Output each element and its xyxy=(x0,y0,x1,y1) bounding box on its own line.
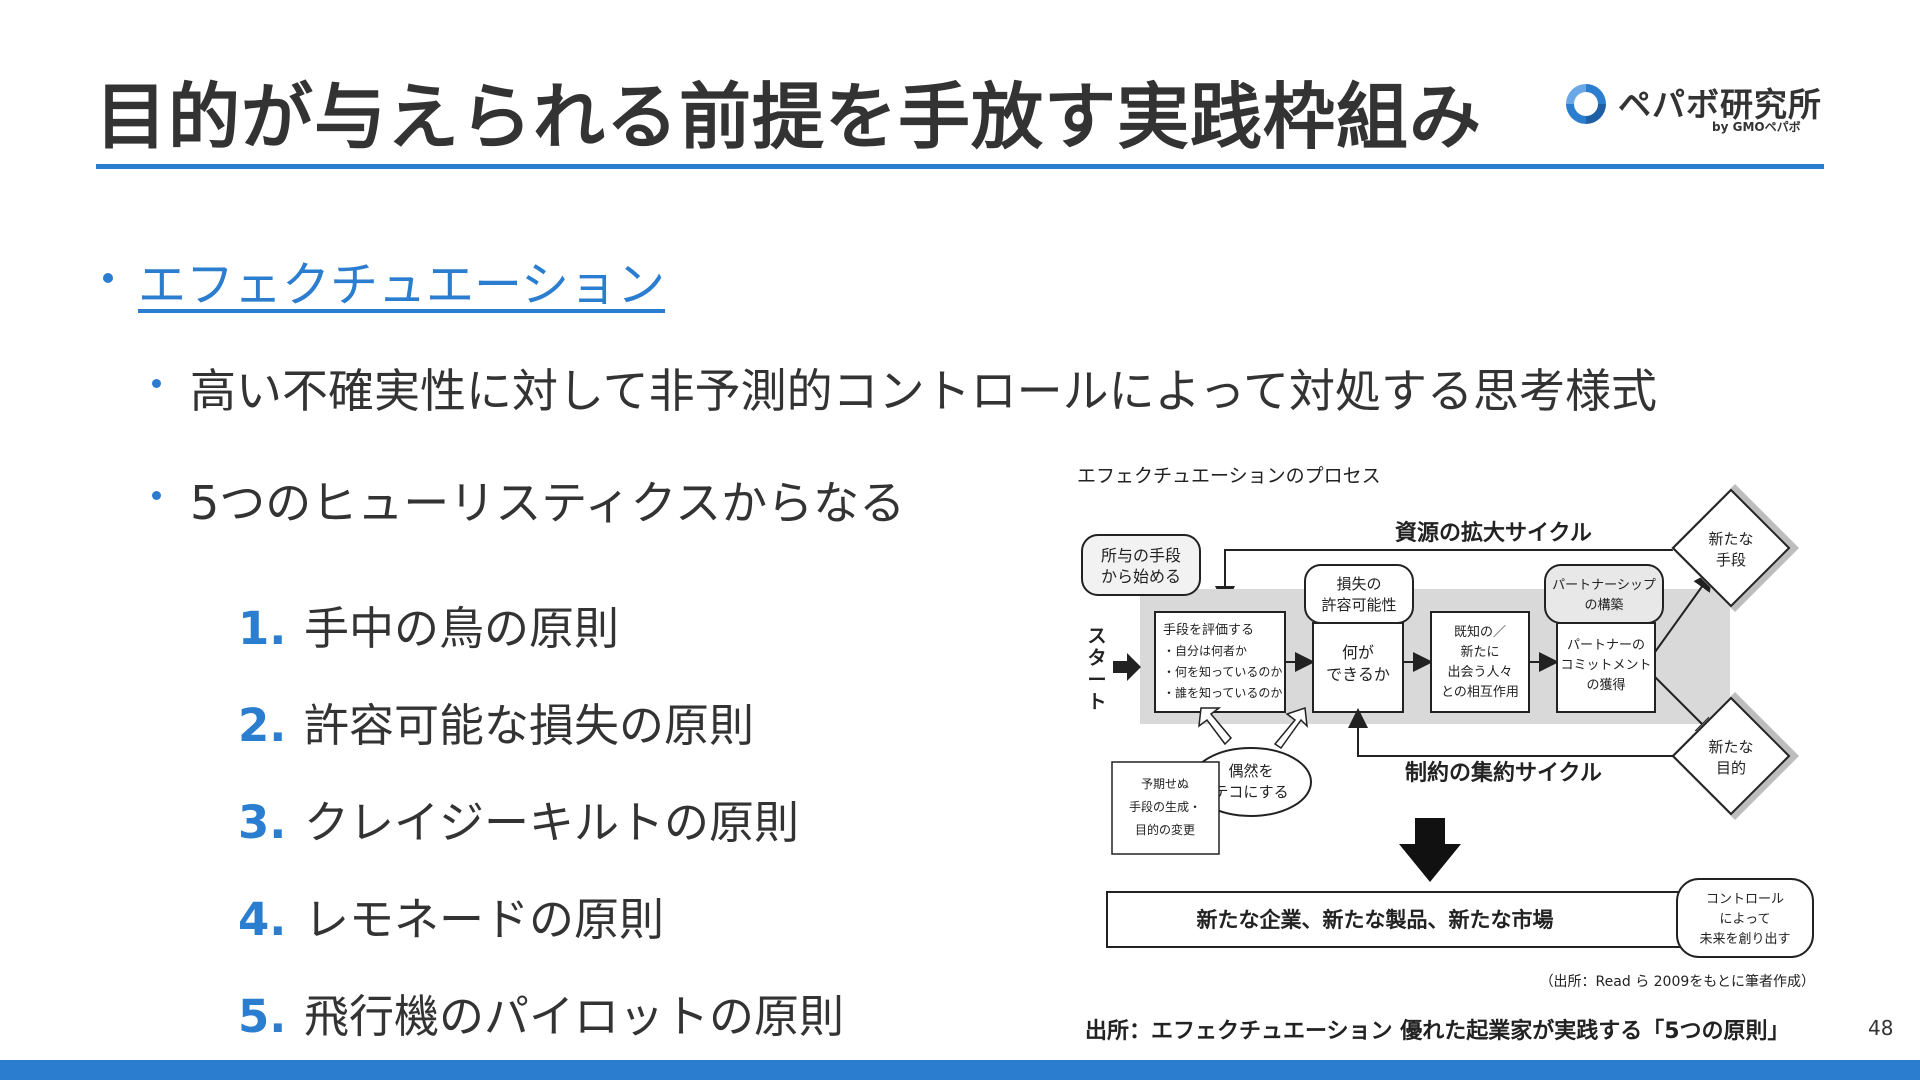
unexpected-box xyxy=(1111,761,1220,855)
new-goal-diamond xyxy=(1671,696,1791,816)
given-means-box xyxy=(1081,534,1201,596)
principle-item: 2. 許容可能な損失の原則 xyxy=(238,689,754,754)
unexpected-text: 目的の変更 xyxy=(1135,822,1195,837)
logo-name: ペパボ研究所 xyxy=(1618,85,1822,124)
expand-cycle-label: 資源の拡大サイクル xyxy=(1395,520,1592,546)
commitment-box xyxy=(1556,622,1656,713)
pepabo-swirl-icon xyxy=(1566,84,1606,124)
new-goal-text: 新たな xyxy=(1708,738,1753,756)
interaction-text: 既知の／ xyxy=(1454,624,1506,640)
commitment-text: の獲得 xyxy=(1586,677,1625,693)
expand-cycle-line xyxy=(1215,549,1673,606)
principle-item: 4. レモネードの原則 xyxy=(238,883,664,948)
converge-cycle-line xyxy=(1348,708,1673,757)
process-diagram: エフェクチュエーションのプロセス 資源の拡大サイクル 所与の手段 から始める 損… xyxy=(1077,465,1815,990)
principle-number: 4. xyxy=(238,893,287,946)
principle-item: 1. 手中の鳥の原則 xyxy=(238,592,619,657)
leverage-arrow-right xyxy=(1273,706,1308,750)
flow-arrow xyxy=(1654,570,1714,653)
principle-text: クレイジーキルトの原則 xyxy=(304,796,800,849)
principle-number: 2. xyxy=(238,699,287,752)
outcome-box xyxy=(1106,891,1688,948)
principle-item: 3. クレイジーキルトの原則 xyxy=(238,786,799,851)
start-label-2: タ xyxy=(1087,647,1106,669)
start-label-1: ス xyxy=(1087,625,1106,647)
principle-number: 1. xyxy=(238,602,287,655)
pepabo-lab-logo: ペパボ研究所 by GMOペパボ xyxy=(1562,78,1827,134)
partnership-text: パートナーシップ xyxy=(1552,578,1656,593)
evaluate-means-text: ・誰を知っているのか xyxy=(1163,685,1282,700)
footer-bar xyxy=(0,1060,1920,1080)
start-arrow-icon xyxy=(1113,653,1141,681)
principle-text: 飛行機のパイロットの原則 xyxy=(304,990,845,1043)
big-down-arrow-icon xyxy=(1399,818,1461,882)
new-means-text: 手段 xyxy=(1716,551,1746,569)
what-can-do-text: 何が xyxy=(1342,643,1374,662)
new-means-text: 新たな xyxy=(1708,530,1753,548)
affordable-loss-box xyxy=(1304,564,1414,624)
interaction-box xyxy=(1430,611,1530,713)
converge-cycle-label: 制約の集約サイクル xyxy=(1405,760,1602,786)
principle-text: 許容可能な損失の原則 xyxy=(304,699,755,752)
effectuation-process-figure: エフェクチュエーションのプロセス 資源の拡大サイクル 所与の手段 から始める 損… xyxy=(1075,462,1825,997)
evaluate-means-text: ・何を知っているのか xyxy=(1163,665,1282,679)
commitment-text: コミットメント xyxy=(1560,658,1651,673)
principle-number: 5. xyxy=(238,990,287,1043)
outcome-text: 新たな企業、新たな製品、新たな市場 xyxy=(1197,908,1554,932)
evaluate-means-text: ・自分は何者か xyxy=(1163,644,1247,658)
logo-sub: by GMOペパボ xyxy=(1712,120,1801,134)
figure-source: （出所：Read ら 2009をもとに筆者作成） xyxy=(1540,974,1815,990)
what-can-do-text: できるか xyxy=(1326,665,1390,684)
evaluate-means-box xyxy=(1154,611,1286,713)
commitment-text: パートナーの xyxy=(1567,638,1645,653)
start-label-3: ー xyxy=(1087,669,1106,691)
given-means-text: 所与の手段 xyxy=(1101,546,1181,565)
principle-item: 5. 飛行機のパイロットの原則 xyxy=(238,980,844,1045)
given-means-text: から始める xyxy=(1101,567,1181,586)
unexpected-text: 予期せぬ xyxy=(1141,777,1189,791)
principle-number: 3. xyxy=(238,796,287,849)
slide-title: 目的が与えられる前提を手放す実践枠組み xyxy=(95,75,1483,159)
partnership-box xyxy=(1544,564,1664,624)
bullet-definition: 高い不確実性に対して非予測的コントロールによって対処する思考様式 xyxy=(190,364,1657,418)
affordable-loss-text: 損失の xyxy=(1336,575,1381,593)
principle-text: 手中の鳥の原則 xyxy=(304,602,620,655)
interaction-text: 出会う人々 xyxy=(1447,665,1512,680)
leverage-text: 偶然を xyxy=(1228,762,1273,780)
start-label-4: ト xyxy=(1087,691,1106,713)
affordable-loss-text: 許容可能性 xyxy=(1321,596,1396,614)
bullet-dot-icon xyxy=(103,273,113,283)
figure-caption: エフェクチュエーションのプロセス xyxy=(1077,465,1381,487)
control-future-bubble xyxy=(1676,878,1814,958)
effectuation-link[interactable]: エフェクチュエーション xyxy=(138,257,666,313)
bullet-dot-icon xyxy=(152,491,161,500)
principle-text: レモネードの原則 xyxy=(304,893,665,946)
bullet-dot-icon xyxy=(152,379,161,388)
new-means-diamond xyxy=(1671,488,1791,608)
unexpected-text: 手段の生成・ xyxy=(1129,799,1201,814)
control-future-text: コントロール xyxy=(1706,892,1784,907)
interaction-text: 新たに xyxy=(1460,644,1499,660)
partnership-text: の構築 xyxy=(1584,598,1623,613)
control-future-text: によって xyxy=(1720,912,1771,927)
interaction-text: との相互作用 xyxy=(1441,685,1519,700)
evaluate-means-text: 手段を評価する xyxy=(1163,623,1254,638)
bullet-heuristics: 5つのヒューリスティクスからなる xyxy=(190,476,906,530)
title-divider xyxy=(96,164,1824,169)
new-goal-text: 目的 xyxy=(1716,759,1746,777)
page-number: 48 xyxy=(1868,1016,1894,1040)
slide-source: 出所：エフェクチュエーション 優れた起業家が実践する「5つの原則」 xyxy=(1085,1019,1790,1044)
control-future-text: 未来を創り出す xyxy=(1699,932,1790,947)
leverage-arrow-left xyxy=(1198,707,1233,746)
leverage-text: テコにする xyxy=(1213,783,1288,801)
